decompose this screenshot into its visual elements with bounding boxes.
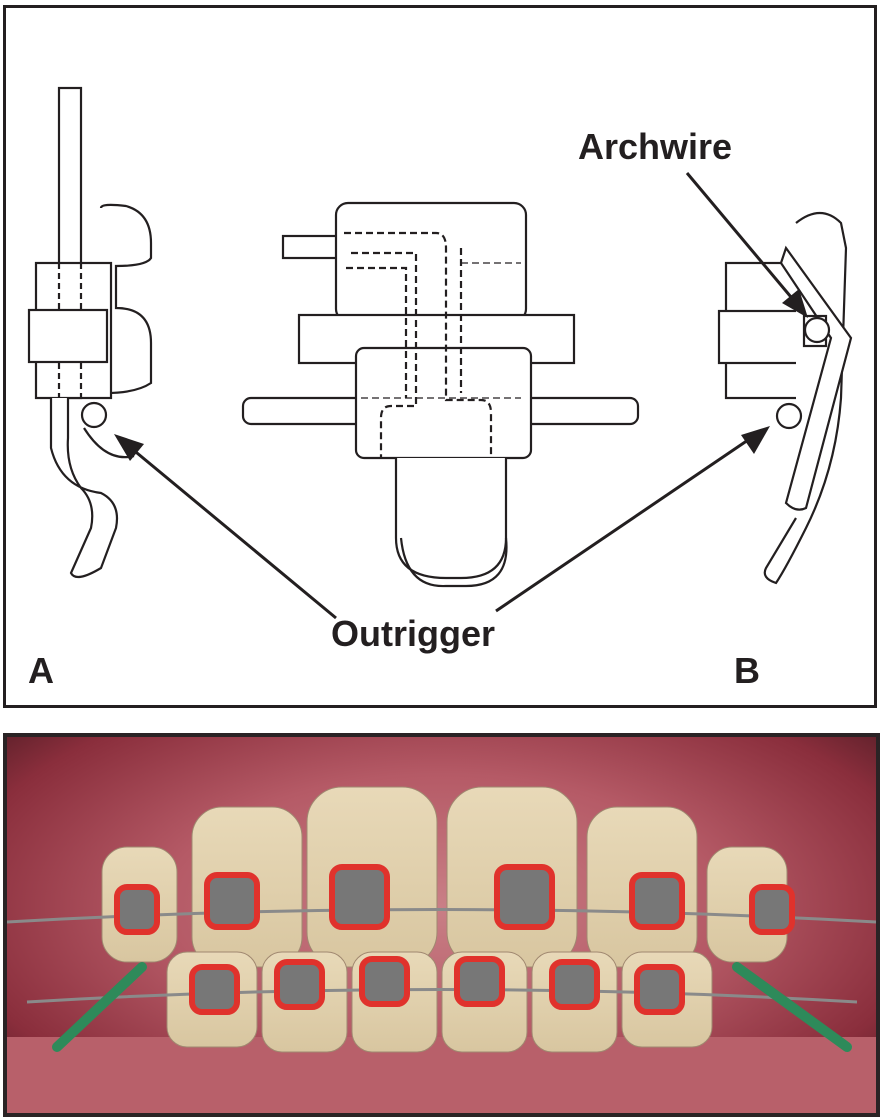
panel-a-label: A xyxy=(28,650,54,691)
label-arrows xyxy=(114,172,808,620)
bracket-center-front-view xyxy=(241,201,640,588)
braces-clinical-photo xyxy=(3,733,880,1117)
archwire-label: Archwire xyxy=(578,126,733,167)
elastic-bands xyxy=(52,962,852,1052)
brackets-with-ligatures xyxy=(114,864,795,1015)
bracket-illustration xyxy=(27,86,853,620)
bracket-a-side-view xyxy=(27,86,153,579)
bracket-diagram: Archwire Outrigger A B xyxy=(3,5,877,708)
panel-b-label: B xyxy=(734,650,760,691)
upper-teeth xyxy=(101,786,788,968)
bracket-b-side-view xyxy=(717,211,853,585)
braces-photo-illustration xyxy=(7,786,876,1113)
outrigger-label: Outrigger xyxy=(331,613,496,654)
